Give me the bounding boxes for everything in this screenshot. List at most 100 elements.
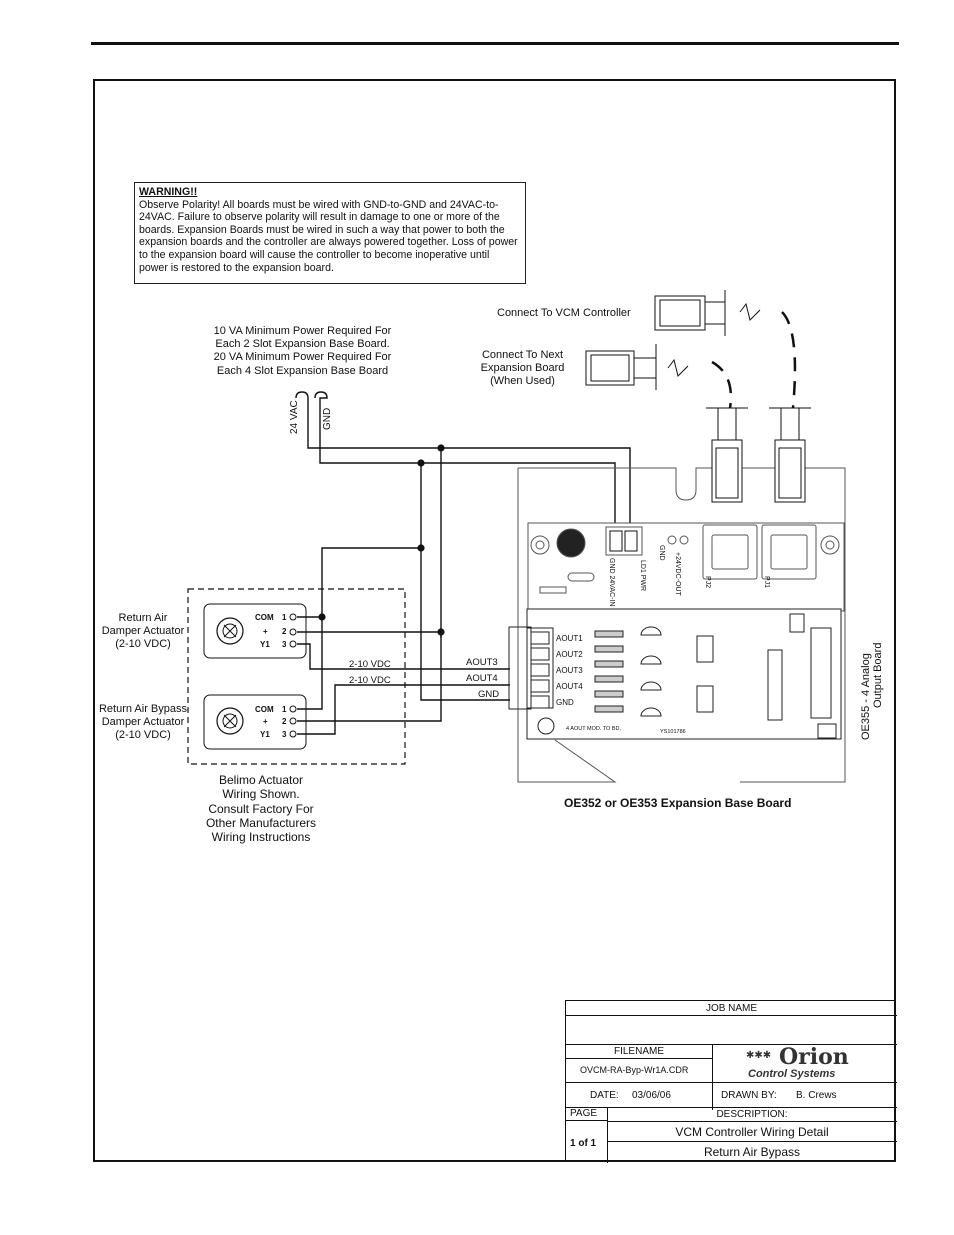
term-n1: 1 (282, 705, 287, 714)
actuator1-body (203, 603, 307, 659)
wire-24vac (295, 391, 631, 530)
power-label-gnd: GND (322, 408, 333, 430)
term-plus: + (263, 717, 268, 726)
wire-label-aout4: AOUT4 (466, 673, 498, 684)
tb-label-aout1: AOUT1 (556, 634, 583, 643)
desc-label: DESCRIPTION: (716, 1109, 788, 1120)
actuator1-label: Return Air Damper Actuator (2-10 VDC) (92, 612, 194, 651)
date-label: DATE: (590, 1090, 619, 1101)
drawing-frame (93, 79, 896, 1162)
wire-act2-com (297, 617, 323, 710)
orion-logo: ✱✱✱ Orion Control Systems (746, 1044, 876, 1082)
connect-next-label: Connect To Next Expansion Board (When Us… (470, 349, 575, 388)
wire-label-vdc1: 2-10 VDC (349, 659, 391, 670)
mod-label: 4 AOUT MOD. TO BD. (566, 726, 621, 732)
actuator2-body (203, 694, 307, 750)
wiring-diagram: COM + Y1 1 2 3 COM + Y1 1 2 3 2-10 VDC 2… (187, 290, 884, 783)
title-block: JOB NAME FILENAME OVCM-RA-Byp-Wr1A.CDR ✱… (565, 1000, 897, 1163)
power-note: 10 VA Minimum Power Required For Each 2 … (190, 325, 415, 378)
tb-line (566, 1120, 607, 1121)
term-plus: + (263, 627, 268, 636)
base-board (517, 467, 846, 783)
belimo-line: Wiring Shown. (222, 787, 300, 802)
actuator-dashed-box (187, 588, 406, 765)
drawn-label: DRAWN BY: (721, 1090, 777, 1101)
rj-plug-next (585, 344, 689, 390)
power-note-line: Each 4 Slot Expansion Base Board (216, 364, 389, 377)
warning-box: WARNING!! Observe Polarity! All boards m… (134, 182, 526, 284)
belimo-line: Consult Factory For (208, 801, 314, 816)
tb-line (566, 1044, 897, 1045)
term-y1: Y1 (260, 730, 270, 739)
actuator1-line: (2-10 VDC) (115, 638, 171, 650)
tb-line (607, 1141, 897, 1142)
connect-vcm-label: Connect To VCM Controller (497, 307, 631, 319)
actuator1-line: Return Air (118, 612, 168, 624)
page-value: 1 of 1 (570, 1138, 597, 1149)
tb-line (607, 1121, 897, 1122)
rj-plug-down2 (769, 407, 811, 503)
warning-text: Observe Polarity! All boards must be wir… (139, 198, 518, 274)
connect-next-line: Connect To Next (481, 349, 564, 361)
connect-next-line: Expansion Board (480, 362, 565, 374)
wire-gnd (314, 391, 616, 530)
junction-dot (437, 628, 445, 636)
side-label-1: OE355 - 4 Analog (860, 653, 872, 740)
power-note-line: 20 VA Minimum Power Required For (213, 351, 392, 364)
junction-dot (417, 459, 425, 467)
term-n3: 3 (282, 640, 287, 649)
belimo-line: Other Manufacturers (205, 815, 317, 830)
tb-line (566, 1107, 897, 1108)
tb-label-aout4: AOUT4 (556, 682, 583, 691)
term-n2: 2 (282, 627, 287, 636)
actuator2-label: Return Air Bypass Damper Actuator (2-10 … (92, 703, 194, 742)
logo-word: Orion (779, 1044, 849, 1070)
wire-label-aout3: AOUT3 (466, 657, 498, 668)
logo-sub: Control Systems (748, 1068, 836, 1080)
wire-act2-y1 (297, 684, 510, 735)
wire-label-vdc2: 2-10 VDC (349, 675, 391, 686)
desc-line2: Return Air Bypass (703, 1145, 801, 1159)
tb-label-aout2: AOUT2 (556, 650, 583, 659)
actuator2-line: Damper Actuator (101, 716, 185, 728)
belimo-line: Wiring Instructions (211, 830, 311, 845)
top-rule (91, 42, 899, 45)
term-y1: Y1 (260, 640, 270, 649)
rj-plug-vcm (654, 290, 761, 336)
logo-stars-icon: ✱✱✱ (746, 1050, 772, 1061)
cable-dashed-2 (781, 311, 797, 409)
belimo-note: Belimo Actuator Wiring Shown. Consult Fa… (185, 773, 337, 844)
board-dcout: +24VDC-OUT (674, 552, 681, 596)
wire-act1-y1 (297, 643, 510, 670)
power-label-24vac: 24 VAC (289, 400, 300, 434)
tb-line (566, 1082, 897, 1083)
power-note-line: 10 VA Minimum Power Required For (213, 325, 392, 337)
tb-label-aout3: AOUT3 (556, 666, 583, 675)
board-gnd2: GND (658, 545, 665, 561)
warning-title: WARNING!! (139, 186, 198, 198)
term-n2: 2 (282, 717, 287, 726)
board-gnd-24vac: GND 24VAC-IN (608, 558, 615, 607)
tb-line (566, 1015, 897, 1016)
desc-line1: VCM Controller Wiring Detail (675, 1125, 829, 1139)
drawn-value: B. Crews (796, 1090, 837, 1101)
connect-next-line: (When Used) (490, 375, 555, 387)
actuator2-line: (2-10 VDC) (115, 729, 171, 741)
term-n1: 1 (282, 613, 287, 622)
wire-act1-com (297, 547, 421, 618)
term-com: COM (255, 705, 274, 714)
term-com: COM (255, 613, 274, 622)
junction-dot (437, 444, 445, 452)
ys-label: YS101786 (660, 729, 686, 735)
junction-dot (318, 613, 326, 621)
side-label-2: Output Board (872, 643, 884, 708)
board-pj2: PJ2 (704, 576, 711, 588)
wire-gnd-bus (420, 463, 510, 701)
actuator2-line: Return Air Bypass (98, 703, 188, 715)
board-pj1: PJ1 (763, 576, 770, 588)
job-name-label: JOB NAME (705, 1003, 758, 1014)
actuator1-line: Damper Actuator (101, 625, 185, 637)
page-label: PAGE (570, 1108, 598, 1119)
date-value: 03/06/06 (632, 1090, 671, 1101)
tb-vline (607, 1107, 608, 1163)
